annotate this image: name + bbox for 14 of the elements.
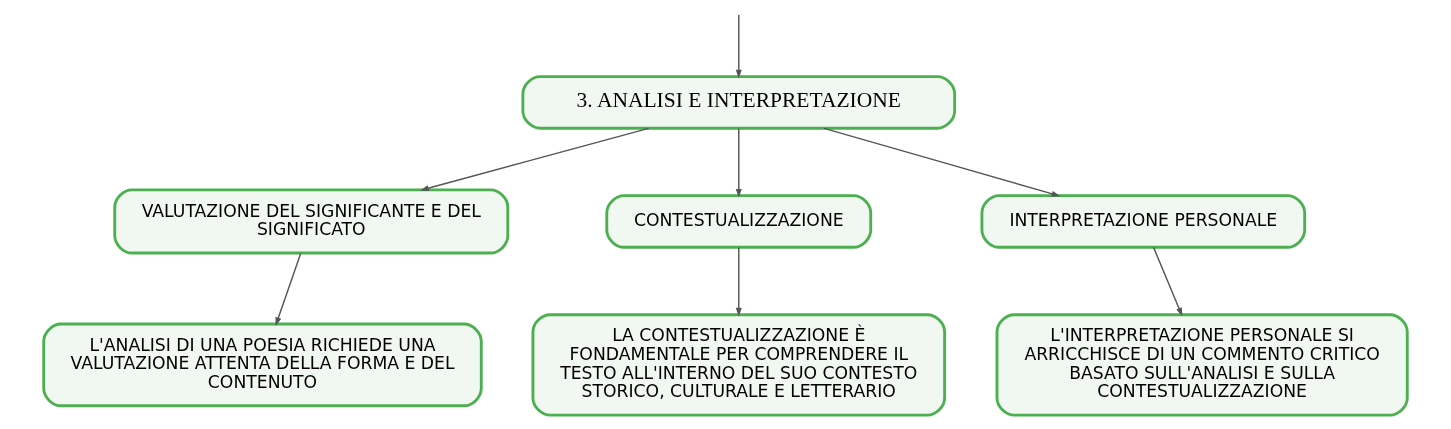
arrow xyxy=(735,127,742,198)
arrow xyxy=(735,246,742,317)
node-box: INTERPRETAZIONE PERSONALE xyxy=(980,194,1307,249)
arrow xyxy=(1152,246,1183,317)
arrow xyxy=(823,127,1061,197)
node-box: L'INTERPRETAZIONE PERSONALE SI ARRICCHISCE DI UN COMMENTO CRITICO BASATO SULL'ANALISI E SULLA CONTESTUALIZZAZIONE xyxy=(995,313,1409,417)
node-box: LA CONTESTUALIZZAZIONE È FONDAMENTALE PER COMPRENDERE IL TESTO ALL'INTERNO DEL SUO CONTESTO STORICO, CULTURALE E LETTERARIO xyxy=(531,313,947,417)
node-box: VALUTAZIONE DEL SIGNIFICANTE E DEL SIGNIFICATO xyxy=(113,188,510,255)
arrow xyxy=(735,14,742,79)
node-box: L'ANALISI DI UNA POESIA RICHIEDE UNA VALUTAZIONE ATTENTA DELLA FORMA E DEL CONTENUTO xyxy=(42,322,483,408)
node-box: 3. ANALISI E INTERPRETAZIONE xyxy=(521,75,957,130)
node-box: CONTESTUALIZZAZIONE xyxy=(605,194,873,249)
arrow xyxy=(420,127,650,192)
arrow xyxy=(275,252,302,326)
